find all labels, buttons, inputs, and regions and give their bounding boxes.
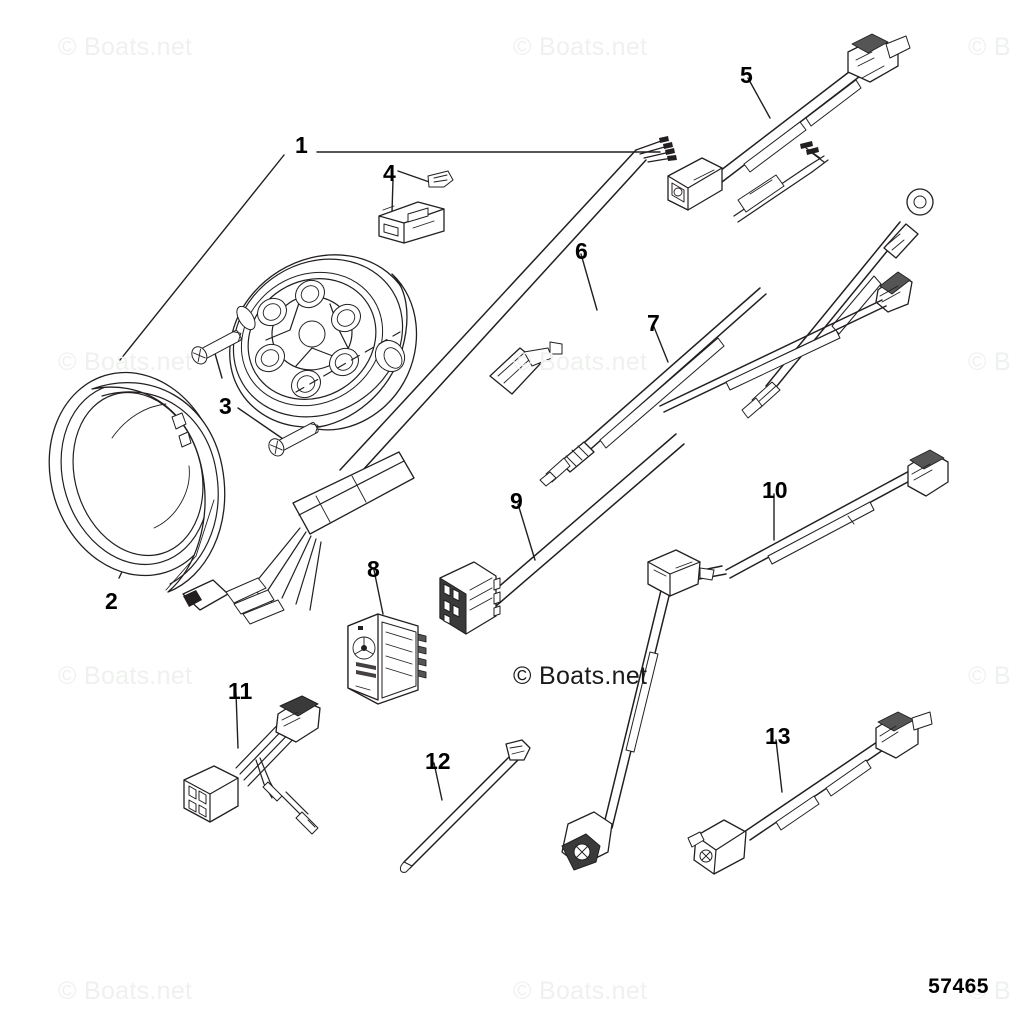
part-13-jumper-lead: [687, 711, 933, 875]
part-7-probe-lead: [539, 271, 913, 487]
leader-lines: [118, 77, 783, 801]
callout-1[interactable]: 1: [295, 132, 308, 158]
unnumbered-mid-lead: [659, 299, 887, 413]
callout-9[interactable]: 9: [510, 488, 523, 514]
part-12-cable-tie: [399, 739, 531, 873]
callout-6[interactable]: 6: [575, 238, 588, 264]
callout-10[interactable]: 10: [762, 477, 788, 503]
part-2-bezel-ring: [48, 371, 226, 593]
callout-4[interactable]: 4: [383, 160, 396, 186]
part-5-harness-extension: [667, 33, 911, 211]
ring-terminal-lead: [741, 188, 934, 419]
part-11-adapter-harness: [183, 695, 321, 835]
callout-7[interactable]: 7: [647, 310, 660, 336]
part-8-rocker-switch: [347, 613, 427, 705]
callout-5[interactable]: 5: [740, 62, 753, 88]
spur-harness-with-splice: [733, 141, 829, 223]
part-10-y-branch-harness: [561, 449, 949, 871]
part-9-multipin-harness: [439, 433, 685, 635]
callout-13[interactable]: 13: [765, 723, 791, 749]
part-3-mounting-screws: [191, 330, 319, 457]
watermark-primary: © Boats.net: [513, 662, 648, 690]
callout-11[interactable]: 11: [228, 678, 253, 704]
diagram-part-number: 57465: [928, 975, 989, 998]
callout-8[interactable]: 8: [367, 556, 380, 582]
part-1-gauge-assembly: [229, 254, 418, 431]
callout-12[interactable]: 12: [425, 748, 451, 774]
callout-3[interactable]: 3: [219, 393, 232, 419]
part-4-connector-clip: [378, 170, 454, 244]
callout-2[interactable]: 2: [105, 588, 118, 614]
part-6-main-harness: [182, 136, 677, 625]
